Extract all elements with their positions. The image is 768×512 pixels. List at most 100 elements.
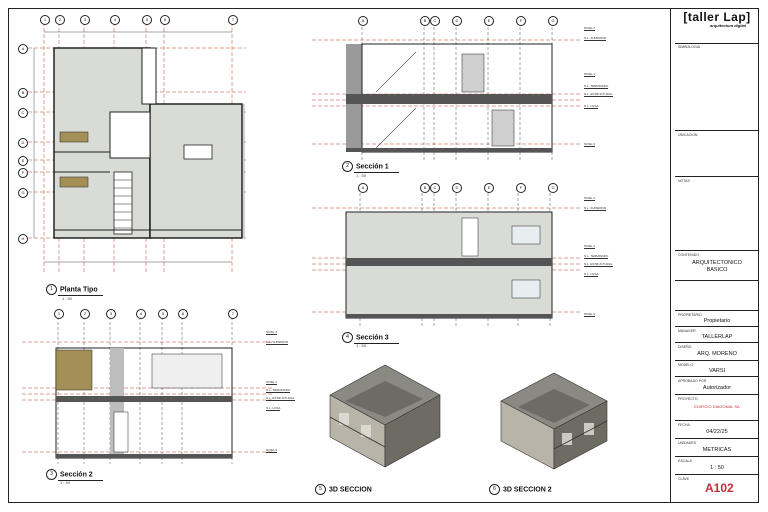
sec3-level-tag: N.L. ESTRUCTURAL [584, 262, 613, 267]
sec3-grid-bubble-B: B [420, 183, 430, 193]
plan-grid-bubble-2: 2 [55, 15, 65, 25]
sec2-grid-bubble-3: 3 [106, 309, 116, 319]
sheet-border [8, 8, 759, 503]
firm-logo: [taller Lap] arquitectura digital [675, 8, 759, 44]
sec3-level-tag: N.L. LOSA [584, 272, 599, 277]
plan-floor [53, 47, 243, 239]
section-2-view[interactable] [22, 308, 302, 466]
modelo-value: VARSI [708, 368, 726, 374]
diseno-box: DISEÑO ARQ. MORENO [675, 343, 759, 361]
modelo-label: MODELO [678, 363, 694, 367]
sec2-level-tag: N.L. TERMINADO [266, 388, 291, 393]
sec2-grid-bubble-4: 4 [136, 309, 146, 319]
sec3-scale: 1 : 50 [356, 343, 367, 348]
sec1-level-tag: NIVEL 2 [584, 26, 596, 31]
sec3-grid-bubble-G: G [548, 183, 558, 193]
plan-number-bubble: 1 [46, 284, 57, 295]
contenido-value-1: ARQUITECTONICO [692, 260, 742, 266]
simbologia-box: SIMBOLOGIA [675, 43, 759, 131]
sec3-grid-bubble-E: E [484, 183, 494, 193]
proyecto-value: EDIFICIO DIAGONAL SA [694, 404, 740, 409]
fecha-label: FECHA [678, 423, 690, 427]
sec1-grid-bubble-A: A [358, 16, 368, 26]
plan-scale: 1 : 50 [62, 296, 73, 301]
logo-main-text: [taller Lap] [683, 10, 751, 24]
sec2-grid-bubble-2: 2 [80, 309, 90, 319]
contenido-value-2: BASICO [706, 267, 728, 273]
sec2-level-tag: N.L. LOSA [266, 406, 281, 411]
unidades-label: UNIDADES [678, 441, 697, 445]
sec1-grid-lines [361, 22, 553, 160]
iso-section-2-view[interactable] [496, 365, 612, 473]
sec2-grid-bubble-6: 6 [178, 309, 188, 319]
section-1-view[interactable] [312, 14, 612, 162]
unidades-box: UNIDADES METRICAS [675, 439, 759, 457]
manager-label: MANAGER [678, 329, 696, 333]
sec1-grid-bubble-D: D [452, 16, 462, 26]
sec1-grid-bubble-E: E [484, 16, 494, 26]
iso2-label: 3D SECCION 2 [503, 486, 552, 494]
sec1-level-tag: N.L. LOSA [584, 104, 599, 109]
sec3-level-tag: NIVEL 2 [584, 196, 596, 201]
sec3-level-tag: NIVEL 0 [584, 312, 596, 317]
aprobado-label: APROBADO POR [678, 379, 707, 383]
clave-box: CLAVE A102 [675, 475, 759, 503]
escala-box: ESCALA 1 : 50 [675, 457, 759, 475]
iso-section-1-view[interactable] [325, 355, 445, 473]
plan-grid-bubble-A: A [18, 44, 28, 54]
iso1-label: 3D SECCION [329, 486, 372, 494]
sec3-level-tag: N.L. SUPERIOR [584, 206, 607, 211]
sec2-level-tag: N.L. SUPERIOR [266, 340, 289, 345]
clave-label: CLAVE [678, 477, 690, 481]
aprobado-box: APROBADO POR Autorizador [675, 377, 759, 395]
unidades-value: METRICAS [702, 447, 732, 453]
sec1-number-bubble: 2 [342, 161, 353, 172]
sec2-level-tag: N.L. ESTRUCTURAL [266, 396, 295, 401]
sec2-number-bubble: 3 [46, 469, 57, 480]
notas-label: NOTAS [678, 179, 690, 183]
plan-grid-bubble-B: B [18, 88, 28, 98]
propietario-value: Propietario [703, 318, 731, 324]
notas-box: NOTAS [675, 177, 759, 251]
manager-box: MANAGER TALLERLAP [675, 327, 759, 343]
iso2-number-bubble: 6 [489, 484, 500, 495]
iso1-number-bubble: 5 [315, 484, 326, 495]
contenido-label: CONTENIDO [678, 253, 699, 257]
plan-grid-bubble-C: C [18, 108, 28, 118]
contenido-box: CONTENIDO ARQUITECTONICO BASICO [675, 251, 759, 281]
escala-label: ESCALA [678, 459, 692, 463]
sec1-label: Sección 1 [356, 163, 389, 171]
sec3-level-tag: NIVEL 1 [584, 244, 596, 249]
plan-grid-bubble-D: D [18, 138, 28, 148]
sec3-grid-bubble-F: F [516, 183, 526, 193]
sec1-stair [375, 51, 417, 149]
sec3-grid-bubble-C: C [430, 183, 440, 193]
section-3-view[interactable] [312, 182, 612, 330]
ubicacion-box: UBICACION [675, 131, 759, 177]
plan-grid-bubble-H: H [18, 234, 28, 244]
sec2-grid-bubble-5: 5 [158, 309, 168, 319]
fecha-box: FECHA 04/22/25 [675, 421, 759, 439]
plan-grid-bubble-3: 3 [80, 15, 90, 25]
sec2-grid-bubble-1: 1 [54, 309, 64, 319]
sec2-level-tag: NIVEL 0 [266, 448, 278, 453]
sec3-grid-bubble-A: A [358, 183, 368, 193]
sec2-level-tag: NIVEL 2 [266, 330, 278, 335]
sec1-grid-bubble-B: B [420, 16, 430, 26]
aprobado-value: Autorizador [702, 385, 732, 391]
plan-view[interactable] [14, 12, 254, 284]
proyecto-label: PROYECTO [678, 397, 698, 401]
sec2-scale: 1 : 50 [60, 480, 71, 485]
sec2-label: Sección 2 [60, 471, 93, 479]
plan-grid-bubble-6: 6 [160, 15, 170, 25]
drawing-area [8, 8, 671, 503]
sec1-grid-bubble-F: F [516, 16, 526, 26]
sec1-level-tag: N.L. SUPERIOR [584, 36, 607, 41]
sec1-level-tag: NIVEL 1 [584, 72, 596, 77]
